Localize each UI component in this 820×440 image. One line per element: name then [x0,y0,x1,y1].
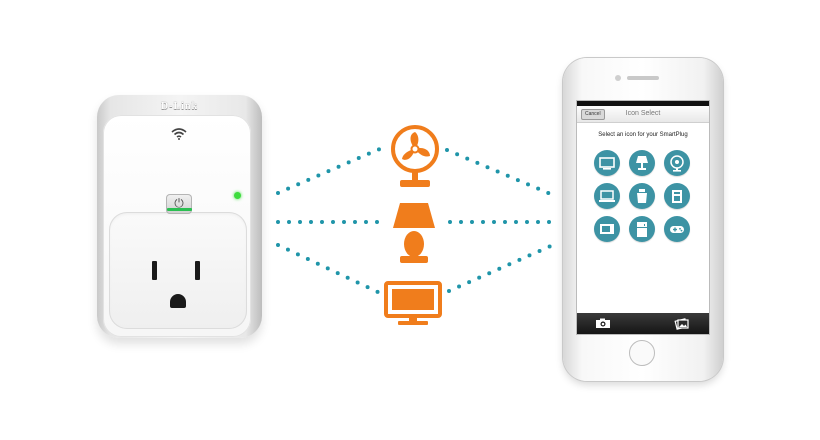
tv-icon[interactable] [594,150,620,176]
power-indicator [167,208,192,211]
microwave-icon[interactable] [594,216,620,242]
fan-icon[interactable] [664,150,690,176]
earpiece-speaker [627,76,659,80]
gamepad-icon[interactable] [664,216,690,242]
wifi-icon [171,128,187,140]
home-button[interactable] [629,340,655,366]
fridge-icon[interactable] [629,216,655,242]
dots-plug-fan [276,146,384,195]
fan-icon [387,124,443,195]
cancel-button[interactable]: Cancel [581,109,605,120]
outlet-socket [109,212,247,329]
status-led [234,192,241,199]
tab-bar [577,313,709,334]
camera-icon[interactable] [595,318,611,329]
outlet-ground-hole [170,294,186,308]
smart-plug: D-Link ⏻ [97,95,262,338]
screen-title: Icon Select [625,110,661,117]
select-icon-prompt: Select an icon for your SmartPlug [598,132,688,138]
kettle-icon[interactable] [629,183,655,209]
dots-tv-phone [447,243,555,293]
outlet-slot-right [195,261,200,280]
front-camera [615,75,621,81]
phone-screen: Cancel Icon Select Select an icon for yo… [577,101,709,334]
lamp-icon [391,201,437,270]
plug-brand: D-Link [160,101,199,112]
status-bar [577,101,709,106]
photos-icon[interactable] [674,317,690,330]
power-icon: ⏻ [174,196,184,210]
tv-icon [384,281,442,332]
dots-plug-tv [276,243,382,295]
navigation-bar: Cancel Icon Select [577,106,709,123]
laptop-icon[interactable] [594,183,620,209]
outlet-slot-left [152,261,157,280]
lamp-icon[interactable] [629,150,655,176]
heater-icon[interactable] [664,183,690,209]
smartphone: Cancel Icon Select Select an icon for yo… [563,58,723,381]
dots-fan-phone [445,148,555,197]
